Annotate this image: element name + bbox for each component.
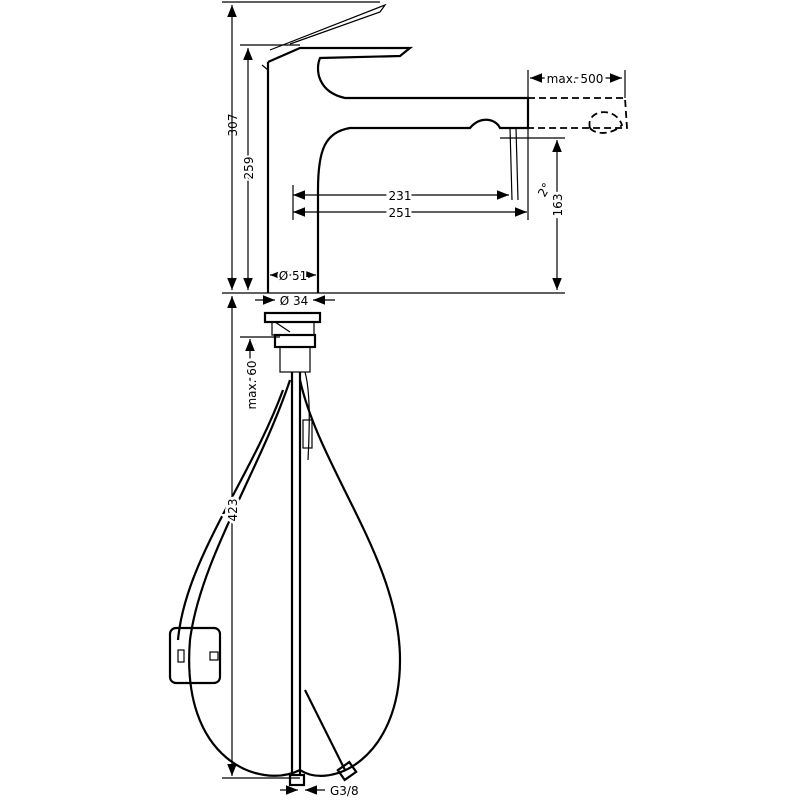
label-231: 231 [389,189,412,203]
label-g3-8: G3/8 [330,784,359,798]
label-diameter-34: Ø 34 [280,294,309,308]
label-163: 163 [551,194,565,217]
label-307: 307 [226,114,240,137]
dimension-labels: 307 259 231 251 2° 163 max. 500 Ø 51 Ø 3… [223,69,606,798]
label-diameter-51: Ø 51 [279,269,308,283]
label-259: 259 [242,157,256,180]
faucet-body [261,3,628,293]
label-251: 251 [389,206,412,220]
mounting-and-hoses [168,311,402,787]
label-423: 423 [226,499,240,522]
label-angle: 2° [535,181,554,200]
label-max-60: max. 60 [245,360,259,409]
label-max-500: max. 500 [547,72,604,86]
dimension-lines [222,1,626,795]
